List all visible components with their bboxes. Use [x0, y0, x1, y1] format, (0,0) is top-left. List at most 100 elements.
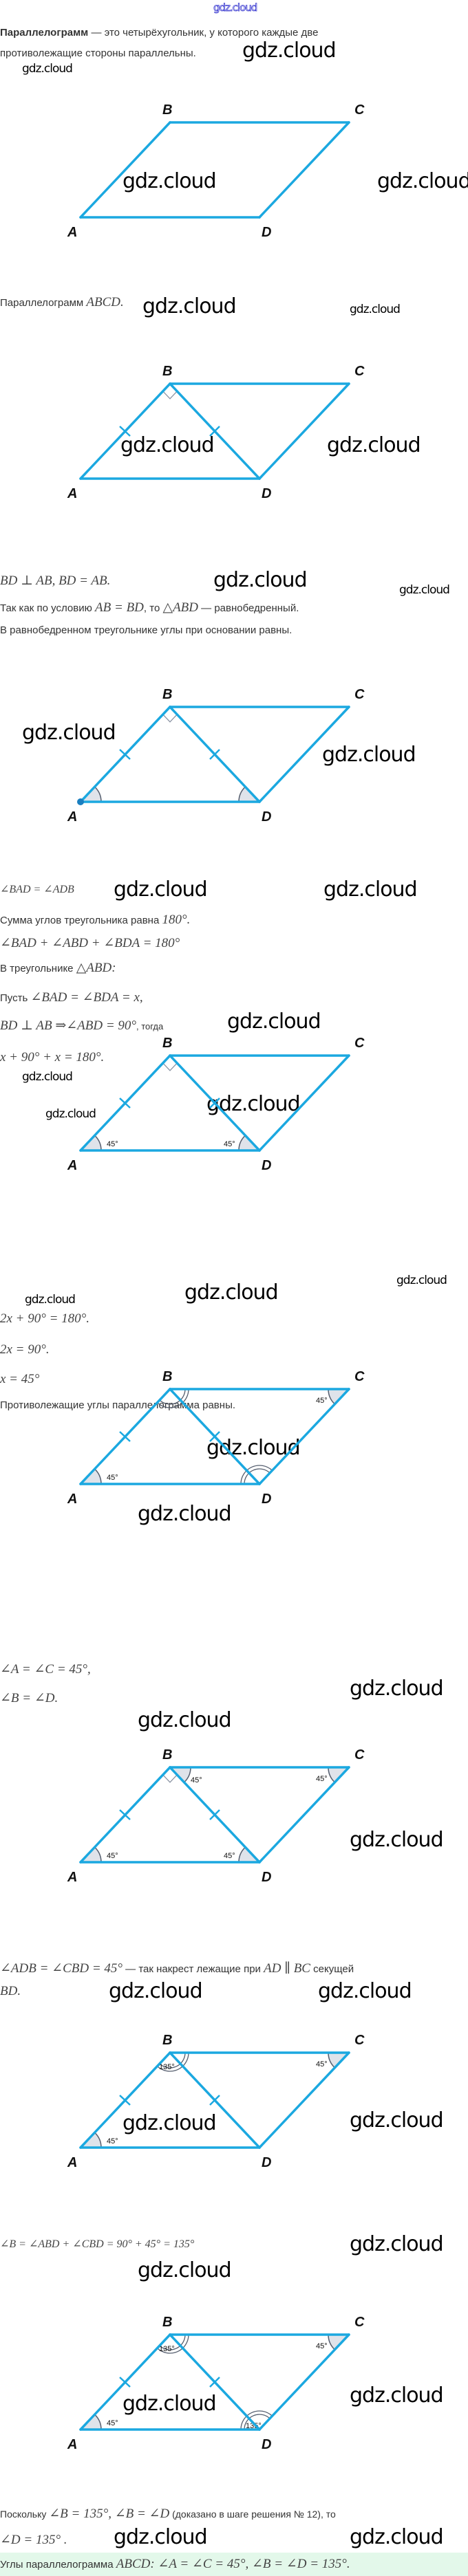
- text: Параллелограмм: [0, 297, 87, 309]
- side-cd: [258, 1388, 350, 1485]
- watermark: gdz.cloud: [377, 169, 468, 193]
- right-angle-mark: [162, 391, 178, 400]
- equal-tick-bd: [209, 1431, 220, 1442]
- vertex-label-c: C: [354, 2033, 365, 2048]
- vertex-label-b: B: [162, 1747, 172, 1762]
- text: — так накрест лежащие при: [123, 1963, 264, 1975]
- watermark: gdz.cloud: [227, 1009, 321, 1034]
- math: ABCD: ∠A = ∠C = 45°, ∠B = ∠D = 135°.: [116, 2557, 350, 2571]
- side-cd: [258, 2333, 350, 2431]
- watermark: gdz.cloud: [318, 1979, 412, 2003]
- text: Поскольку: [0, 2509, 50, 2520]
- angle-label: 45°: [107, 1474, 118, 1482]
- math: AD ∥ BC: [264, 1961, 310, 1976]
- step-3-line-3: ∠BAD + ∠ABD + ∠BDA = 180°: [0, 936, 180, 950]
- angle-arc-outer: [240, 2410, 273, 2430]
- watermark: gdz.cloud: [123, 169, 217, 193]
- step-2-line-2: Так как по условию AB = BD, то △ABD — ра…: [0, 601, 299, 615]
- vertex-label-b: B: [162, 1036, 172, 1051]
- angle-arc-inner: [244, 2414, 270, 2430]
- right-angle-mark: [162, 1774, 178, 1783]
- side-cd: [258, 1054, 350, 1152]
- equal-tick-bd: [209, 426, 220, 437]
- watermark: gdz.cloud: [22, 721, 116, 745]
- text: Пусть: [0, 992, 31, 1004]
- step-3-line-7: x + 90° + x = 180°.: [0, 1050, 105, 1065]
- vertex-label-d: D: [262, 1870, 271, 1885]
- step-1-text: Параллелограмм ABCD.: [0, 296, 124, 310]
- side-ab: [79, 121, 171, 219]
- equal-tick-bd: [209, 1098, 220, 1109]
- angle-label: 45°: [224, 1140, 235, 1148]
- watermark: gdz.cloud: [396, 1274, 447, 1287]
- equal-tick-bd: [209, 749, 220, 760]
- definition: — это четырёхугольник, у которого каждые…: [88, 27, 319, 39]
- step-3-line-2: Сумма углов треугольника равна 180°.: [0, 913, 190, 928]
- right-angle-mark: [162, 1062, 178, 1071]
- vertex-label-a: A: [67, 486, 77, 501]
- intro-line-2: противолежащие стороны параллельны.: [0, 47, 196, 59]
- vertex-label-c: C: [354, 102, 365, 118]
- vertex-label-b: B: [162, 2315, 172, 2330]
- watermark: gdz.cloud: [123, 2111, 217, 2135]
- vertex-label-d: D: [262, 2437, 271, 2452]
- vertex-label-c: C: [354, 687, 365, 702]
- step-5-line-2: ∠B = ∠D.: [0, 1691, 58, 1705]
- step-6-line-1: ∠ADB = ∠CBD = 45° — так накрест лежащие …: [0, 1962, 354, 1976]
- watermark: gdz.cloud: [213, 1, 258, 14]
- step-4-line-3: x = 45°: [0, 1372, 40, 1386]
- vertex-label-b: B: [162, 687, 172, 702]
- vertex-label-a: A: [67, 1158, 77, 1173]
- angle-label: 45°: [316, 1397, 328, 1405]
- step-7-line-1: ∠B = ∠ABD + ∠CBD = 90° + 45° = 135°: [0, 2238, 195, 2250]
- angle-label: 45°: [316, 1775, 328, 1783]
- equal-tick-ab: [119, 2377, 131, 2388]
- watermark: gdz.cloud: [142, 294, 237, 318]
- watermark: gdz.cloud: [22, 1070, 73, 1084]
- vertex-label-c: C: [354, 1036, 365, 1051]
- watermark: gdz.cloud: [399, 583, 450, 597]
- watermark: gdz.cloud: [350, 2383, 444, 2408]
- text: Сумма углов треугольника равна: [0, 915, 162, 926]
- equal-tick-ab: [119, 1098, 131, 1109]
- angle-label: 135°: [159, 2063, 175, 2071]
- angle-label: 45°: [107, 1140, 118, 1148]
- watermark: gdz.cloud: [138, 1502, 232, 1526]
- text: Так как по условию: [0, 602, 96, 614]
- vertex-label-a: A: [67, 2155, 77, 2170]
- watermark: gdz.cloud: [350, 303, 401, 316]
- angle-arc-outer: [157, 2334, 189, 2354]
- angle-arc-inner: [159, 1388, 186, 1405]
- watermark: gdz.cloud: [242, 39, 337, 63]
- vertex-label-a: A: [67, 225, 77, 240]
- equal-tick-ab: [119, 426, 131, 437]
- angle-label: 45°: [107, 2137, 118, 2146]
- side-cd: [258, 2051, 350, 2149]
- equal-tick-ab: [119, 749, 131, 760]
- watermark: gdz.cloud: [138, 2258, 232, 2282]
- vertex-label-a: A: [67, 1870, 77, 1885]
- answer-text: Углы параллелограмма ABCD: ∠A = ∠C = 45°…: [0, 2557, 350, 2572]
- watermark: gdz.cloud: [350, 1828, 444, 1852]
- side-cd: [258, 1766, 350, 1864]
- watermark: gdz.cloud: [350, 2232, 444, 2256]
- text: — равнобедренный.: [198, 602, 299, 614]
- watermark: gdz.cloud: [45, 1107, 96, 1121]
- vertex-label-d: D: [262, 1492, 271, 1507]
- text: , то: [143, 602, 163, 614]
- step-3-line-1: ∠BAD = ∠ADB: [0, 884, 74, 895]
- watermark: gdz.cloud: [109, 1979, 203, 2003]
- watermark: gdz.cloud: [25, 1293, 76, 1307]
- step-3-line-5: Пусть ∠BAD = ∠BDA = x,: [0, 991, 143, 1005]
- vertex-label-c: C: [354, 1369, 365, 1384]
- vertex-label-a: A: [67, 2437, 77, 2452]
- angle-label: 45°: [316, 2342, 328, 2350]
- step-2-line-1: BD ⊥ AB, BD = AB.: [0, 574, 111, 588]
- angle-label: 45°: [107, 2419, 118, 2427]
- step-8-line-2: ∠D = 135° .: [0, 2533, 67, 2547]
